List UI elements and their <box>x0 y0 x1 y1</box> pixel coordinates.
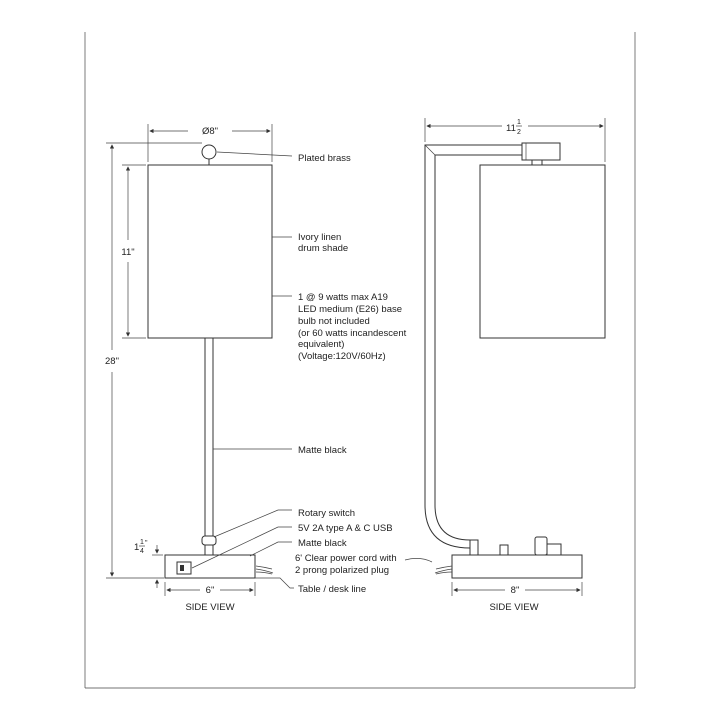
right-dimensions: 11 1 2 8" SIDE VIEW <box>424 118 606 613</box>
label-finial: Plated brass <box>298 153 351 164</box>
label-bulb-3: bulb not included <box>298 316 370 327</box>
label-cord-1: 6' Clear power cord with <box>295 553 397 564</box>
dim-base-width: 6" <box>206 585 215 596</box>
label-shade-1: Ivory linen <box>298 232 341 243</box>
dim-shade-diameter: Ø8" <box>202 126 218 137</box>
label-switch: Rotary switch <box>298 508 355 519</box>
dim-shade-height: 11" <box>121 247 134 258</box>
dim-width-whole: 11 <box>506 123 516 134</box>
right-power-cord <box>434 565 453 575</box>
shade <box>147 164 273 339</box>
leader-lines <box>191 151 433 589</box>
left-dimensions: Ø8" 11" 28" 1 1 4 " 6" SIDE VIEW <box>105 124 273 613</box>
left-lamp <box>147 144 274 579</box>
label-bulb-5: equivalent) <box>298 339 344 350</box>
label-bulb-2: LED medium (E26) base <box>298 304 402 315</box>
label-bulb-6: (Voltage:120V/60Hz) <box>298 351 386 362</box>
dim-width-den: 2 <box>517 129 521 136</box>
dim-right-base-width: 8" <box>511 585 520 596</box>
dim-total-height: 28" <box>105 356 119 367</box>
power-cord <box>255 565 274 575</box>
label-base: Matte black <box>298 538 347 549</box>
socket <box>521 142 561 161</box>
right-lamp <box>424 142 606 579</box>
right-caption: SIDE VIEW <box>489 602 538 613</box>
label-cord-2: 2 prong polarized plug <box>295 565 389 576</box>
callout-labels: Plated brass Ivory linen drum shade 1 @ … <box>295 153 407 595</box>
label-shade-2: drum shade <box>298 243 348 254</box>
sheet-frame <box>84 32 636 689</box>
rotary-switch <box>201 535 217 546</box>
finial <box>201 144 217 160</box>
label-bulb-4: (or 60 watts incandescent <box>298 328 407 339</box>
dim-base-height-den: 4 <box>140 548 144 555</box>
dim-base-height-whole: 1 <box>134 542 139 553</box>
dim-width-num: 1 <box>517 119 521 126</box>
right-base <box>451 554 583 579</box>
dim-base-height-num: 1 <box>140 539 144 546</box>
label-bulb-1: 1 @ 9 watts max A19 <box>298 292 388 303</box>
label-table: Table / desk line <box>298 584 366 595</box>
stem <box>204 337 214 539</box>
right-shade <box>479 164 606 339</box>
right-knob <box>534 536 548 556</box>
inch-mark: " <box>145 540 148 547</box>
label-stem: Matte black <box>298 445 347 456</box>
label-usb: 5V 2A type A & C USB <box>298 523 393 534</box>
left-caption: SIDE VIEW <box>185 602 234 613</box>
